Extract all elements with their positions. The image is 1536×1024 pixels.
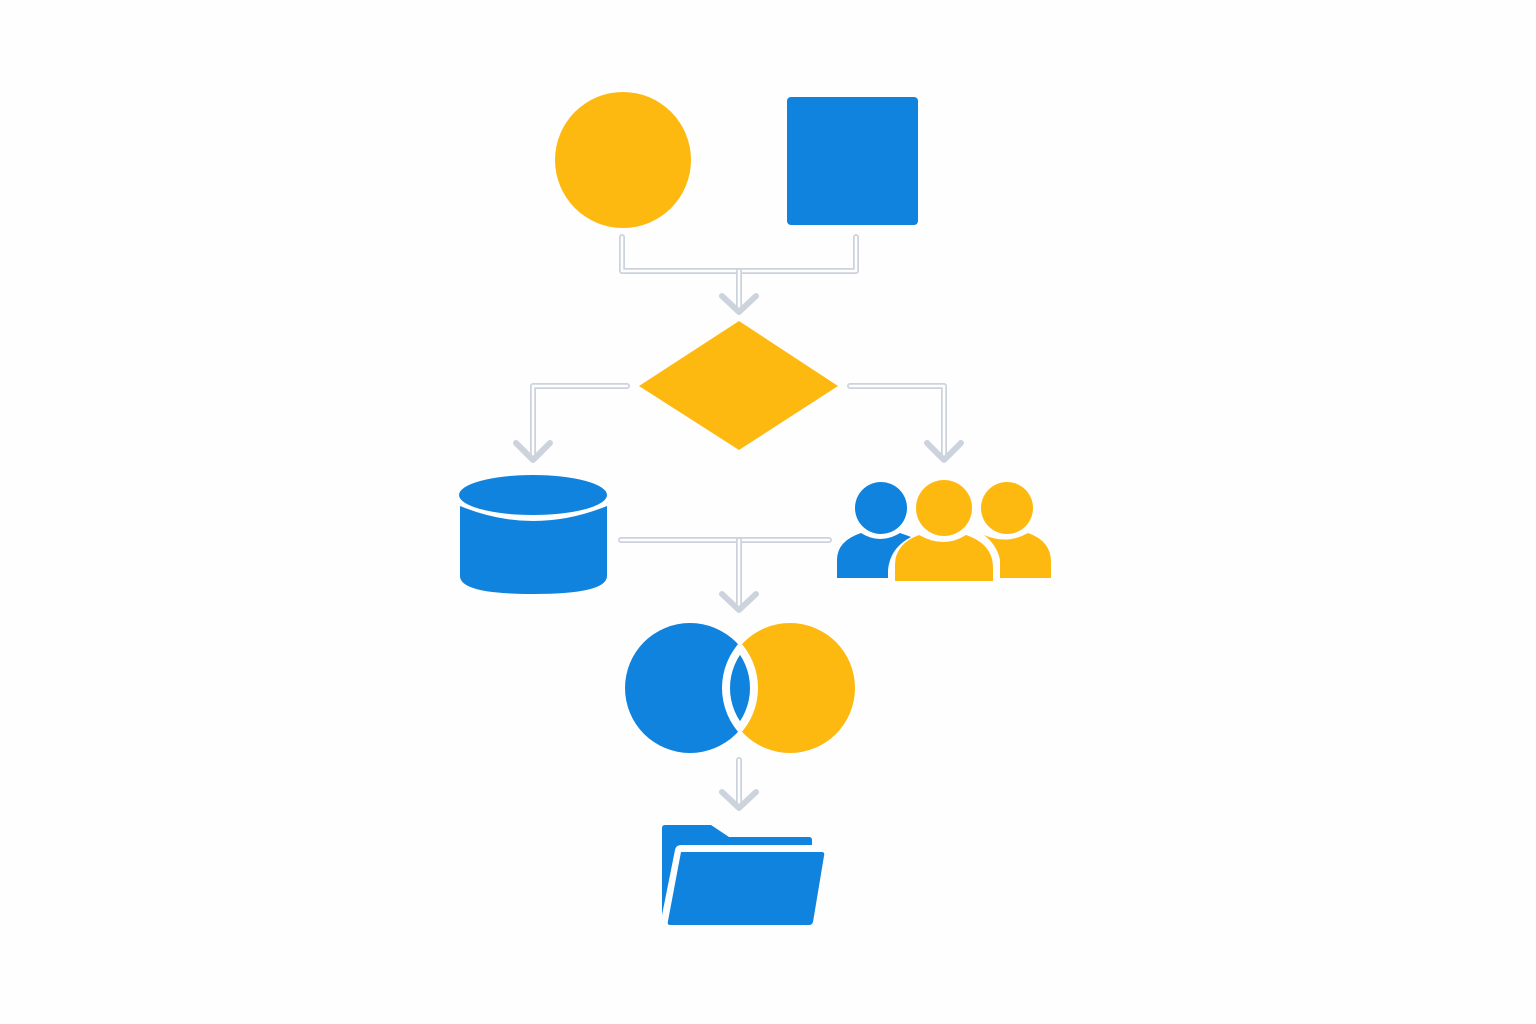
users-group-icon bbox=[837, 480, 1051, 581]
arrowhead-icon bbox=[719, 591, 759, 613]
decision-diamond bbox=[639, 321, 838, 450]
arrowhead-icon bbox=[924, 440, 964, 463]
connector-decision-right bbox=[847, 383, 964, 463]
folder-icon bbox=[662, 825, 825, 925]
database-icon bbox=[459, 475, 607, 594]
input-square bbox=[787, 97, 918, 225]
venn-diagram-icon bbox=[625, 623, 855, 753]
connector-middle-merge bbox=[618, 537, 832, 613]
connector-top-merge bbox=[619, 234, 859, 315]
arrowhead-icon bbox=[719, 293, 759, 315]
arrowhead-icon bbox=[513, 440, 553, 463]
arrowhead-icon bbox=[719, 789, 759, 811]
connector-decision-left bbox=[513, 383, 630, 463]
connector-venn-folder bbox=[719, 757, 759, 811]
start-circle bbox=[555, 92, 691, 228]
